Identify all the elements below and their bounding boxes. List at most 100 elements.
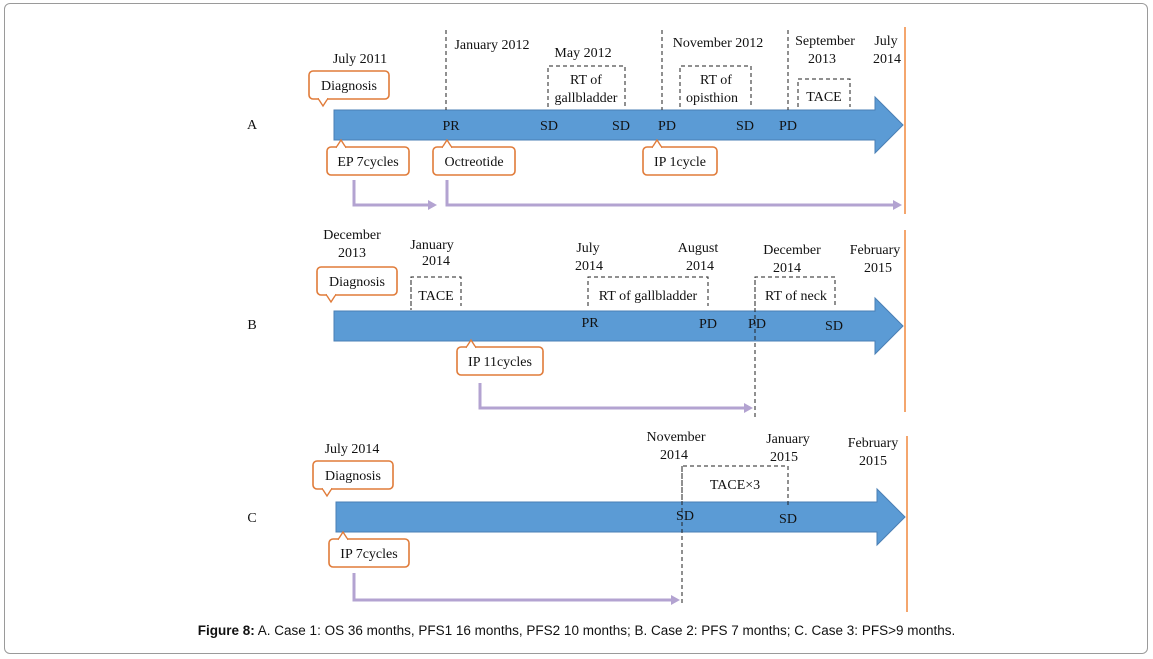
- panel-a-duration-bracket: [352, 180, 430, 207]
- panel-b-treatment-callout-tail: [465, 338, 477, 349]
- panel-c-date-label: January: [766, 432, 810, 447]
- panel-b-date-label: 2014: [422, 254, 450, 269]
- panel-b-treatment-callout-label: IP 11cycles: [468, 355, 532, 370]
- panel-a-treatment-box: [797, 78, 851, 107]
- panel-b-date-label: 2014: [575, 259, 603, 274]
- panel-a-treatment-label: gallbladder: [555, 91, 618, 106]
- panel-a-response-label: SD: [540, 119, 558, 134]
- panel-a-treatment-label: RT of: [700, 73, 732, 88]
- panel-c-treatment-callout-tail: [337, 530, 349, 541]
- panel-b-treatment-box: [754, 276, 836, 306]
- panel-c-response-label: SD: [676, 509, 694, 524]
- panel-c-treatment-box: [681, 465, 789, 500]
- panel-b-response-label: SD: [825, 319, 843, 334]
- panel-a-response-label: SD: [736, 119, 754, 134]
- panel-c-treatment-callout-label: IP 7cycles: [340, 547, 397, 562]
- panel-c-date-label: 2014: [660, 448, 688, 463]
- panel-a-date-label: 2014: [873, 52, 901, 67]
- panel-b-date-label: 2014: [773, 261, 801, 276]
- panel-a-diagnosis-callout: Diagnosis: [308, 70, 390, 108]
- panel-c-date-label: February: [848, 436, 899, 451]
- panel-b-diagnosis-callout: Diagnosis: [316, 266, 398, 304]
- panel-c-diagnosis-callout-tail: [321, 487, 333, 498]
- panel-a-date-label: July: [874, 34, 897, 49]
- panel-b-response-label: PD: [748, 317, 766, 332]
- panel-b-date-label: August: [678, 241, 719, 256]
- panel-c-date-label: July 2014: [325, 442, 380, 457]
- panel-b-treatment-box: [587, 276, 709, 306]
- panel-b-response-label: PR: [581, 316, 599, 331]
- panel-a-treatment-callout-tail: [441, 138, 453, 149]
- panel-a-treatment-callout-tail: [651, 138, 663, 149]
- panel-b-date-label: 2014: [686, 259, 714, 274]
- panel-a-date-label: 2013: [808, 52, 836, 67]
- panel-b-treatment-callout-box: [456, 346, 544, 376]
- figure-caption: Figure 8: A. Case 1: OS 36 months, PFS1 …: [0, 623, 1153, 638]
- panel-a-date-label: January 2012: [454, 38, 529, 53]
- panel-b-label: B: [247, 318, 256, 333]
- panel-c-duration-bracket: [352, 573, 673, 602]
- panel-a-treatment-callout: Octreotide: [432, 138, 516, 176]
- panel-b-duration-arrowhead: [744, 403, 753, 413]
- panel-b-date-label: 2015: [864, 261, 892, 276]
- panel-c-treatment-callout-box: [328, 538, 410, 568]
- panel-a-response-label: PD: [658, 119, 676, 134]
- panel-a-treatment-callout-box: [432, 146, 516, 176]
- panel-a-label: A: [247, 118, 258, 133]
- panel-c-date-label: 2015: [770, 450, 798, 465]
- panel-c-response-label: SD: [779, 512, 797, 527]
- panel-a-treatment-box: [547, 65, 626, 107]
- panel-b-diagnosis-callout-box: [316, 266, 398, 296]
- panel-c-label: C: [247, 511, 256, 526]
- panel-b-timeline-arrow: [333, 296, 904, 356]
- panel-a-response-label: SD: [612, 119, 630, 134]
- panel-b-treatment-label: RT of gallbladder: [599, 289, 698, 304]
- panel-a-duration-arrowhead: [428, 200, 437, 210]
- panel-c-duration-arrowhead: [671, 595, 680, 605]
- panel-b-treatment-label: RT of neck: [765, 289, 827, 304]
- caption-text: A. Case 1: OS 36 months, PFS1 16 months,…: [254, 623, 956, 638]
- panel-a-treatment-callout: IP 1cycle: [642, 138, 718, 176]
- panel-c-treatment-callout: IP 7cycles: [328, 530, 410, 568]
- panel-a-treatment-callout: EP 7cycles: [326, 138, 410, 176]
- panel-b-date-label: July: [576, 241, 599, 256]
- panel-b-treatment-box: [410, 276, 462, 306]
- panel-a-treatment-callout-label: IP 1cycle: [654, 155, 706, 170]
- panel-b-date-label: January: [410, 238, 454, 253]
- panel-a-treatment-callout-tail: [335, 138, 347, 149]
- panel-b-treatment-callout: IP 11cycles: [456, 338, 544, 376]
- panel-c-treatment-label: TACE×3: [710, 478, 760, 493]
- caption-prefix: Figure 8:: [197, 623, 255, 638]
- panel-b-duration-bracket: [478, 383, 746, 410]
- panel-a-diagnosis-callout-tail: [317, 97, 329, 108]
- panel-a-treatment-label: opisthion: [686, 91, 738, 106]
- panel-c-timeline-arrow: [335, 487, 906, 547]
- panel-c-date-label: November: [646, 430, 705, 445]
- panel-a-treatment-callout-label: Octreotide: [444, 155, 503, 170]
- panel-a-duration-arrowhead: [893, 200, 902, 210]
- panel-a-treatment-callout-label: EP 7cycles: [337, 155, 398, 170]
- panel-c-diagnosis-callout-box: [312, 460, 394, 490]
- panel-a-diagnosis-callout-box: [308, 70, 390, 100]
- panel-a-response-label: PR: [442, 119, 460, 134]
- panel-b-diagnosis-callout-label: Diagnosis: [329, 275, 385, 290]
- panel-c-date-label: 2015: [859, 454, 887, 469]
- panel-b-treatment-label: TACE: [418, 289, 453, 304]
- panel-b-diagnosis-callout-tail: [325, 293, 337, 304]
- panel-a-date-label: May 2012: [554, 46, 611, 61]
- panel-a-treatment-callout-box: [326, 146, 410, 176]
- panel-b-date-label: 2013: [338, 246, 366, 261]
- panel-a-date-label: July 2011: [333, 52, 387, 67]
- panel-c-diagnosis-callout: Diagnosis: [312, 460, 394, 498]
- panel-a-date-label: September: [795, 34, 855, 49]
- panel-a-duration-bracket: [445, 180, 895, 207]
- panel-b-date-label: February: [850, 243, 901, 258]
- panel-c-diagnosis-callout-label: Diagnosis: [325, 469, 381, 484]
- panel-a-treatment-label: RT of: [570, 73, 602, 88]
- panel-b-date-label: December: [763, 243, 821, 258]
- panel-b-response-label: PD: [699, 317, 717, 332]
- panel-b-date-label: December: [323, 228, 381, 243]
- panel-a-timeline-arrow: [333, 95, 904, 155]
- panel-a-treatment-label: TACE: [806, 90, 841, 105]
